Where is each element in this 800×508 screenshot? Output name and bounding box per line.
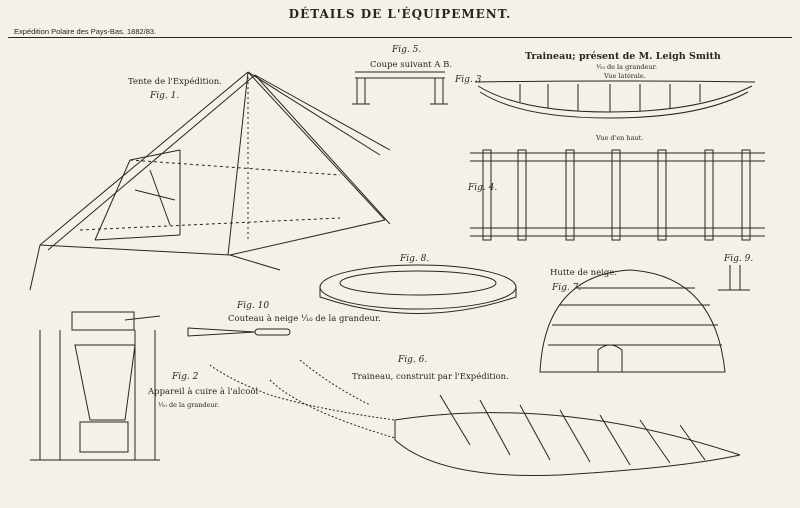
section-drawing <box>352 71 448 105</box>
expedition-header: Expédition Polaire des Pays-Bas. 1882/83… <box>14 27 157 36</box>
fig6-label: Fig. 6. <box>398 355 428 365</box>
sledge-leigh-title: Traineau; présent de M. Leigh Smith <box>525 51 721 62</box>
sledge-top-view-label: Vue d'en haut. <box>596 134 644 142</box>
fig9-drawing <box>718 265 750 291</box>
fig5-caption: Coupe suivant A B. <box>370 60 453 70</box>
fig9-label: Fig. 9. <box>724 254 754 264</box>
sledge-leigh-scale: ⅒ de la grandeur. <box>596 63 658 71</box>
igloo-drawing <box>539 269 726 373</box>
fig7-label: Fig. 7. <box>552 283 582 293</box>
snow-knife-drawing <box>187 327 291 337</box>
fig7-caption: Hutte de neige. <box>550 268 618 278</box>
sledge-top-drawing <box>470 149 765 241</box>
fig6-caption: Traineau, construit par l'Expédition. <box>352 372 509 382</box>
plate-title: DÉTAILS DE L'ÉQUIPEMENT. <box>288 7 512 21</box>
sledge-side-view-label: Vue latérale. <box>604 72 646 80</box>
fig1-caption: Tente de l'Expédition. <box>128 77 222 87</box>
fig2-caption: Appareil à cuire à l'alcool <box>148 387 259 397</box>
fig2-scale: ⅒ de la grandeur. <box>158 401 220 409</box>
fig1-label: Fig. 1. <box>150 91 180 101</box>
fig10-label: Fig. 10 <box>237 301 270 311</box>
sledge-side-drawing <box>474 80 756 119</box>
fig8-label: Fig. 8. <box>400 254 430 264</box>
fig3-label: Fig. 3 <box>455 75 482 85</box>
fig10-caption: Couteau à neige ⅒ de la grandeur. <box>228 314 381 324</box>
tent-drawing <box>29 71 391 291</box>
fig2-label: Fig. 2 <box>172 372 199 382</box>
cooker-drawing <box>30 311 161 461</box>
header-rule <box>8 37 792 38</box>
large-sledge-drawing <box>209 359 741 477</box>
fig5-label: Fig. 5. <box>392 45 422 55</box>
fig4-label: Fig. 4. <box>468 183 498 193</box>
snow-ring-drawing <box>319 264 517 314</box>
